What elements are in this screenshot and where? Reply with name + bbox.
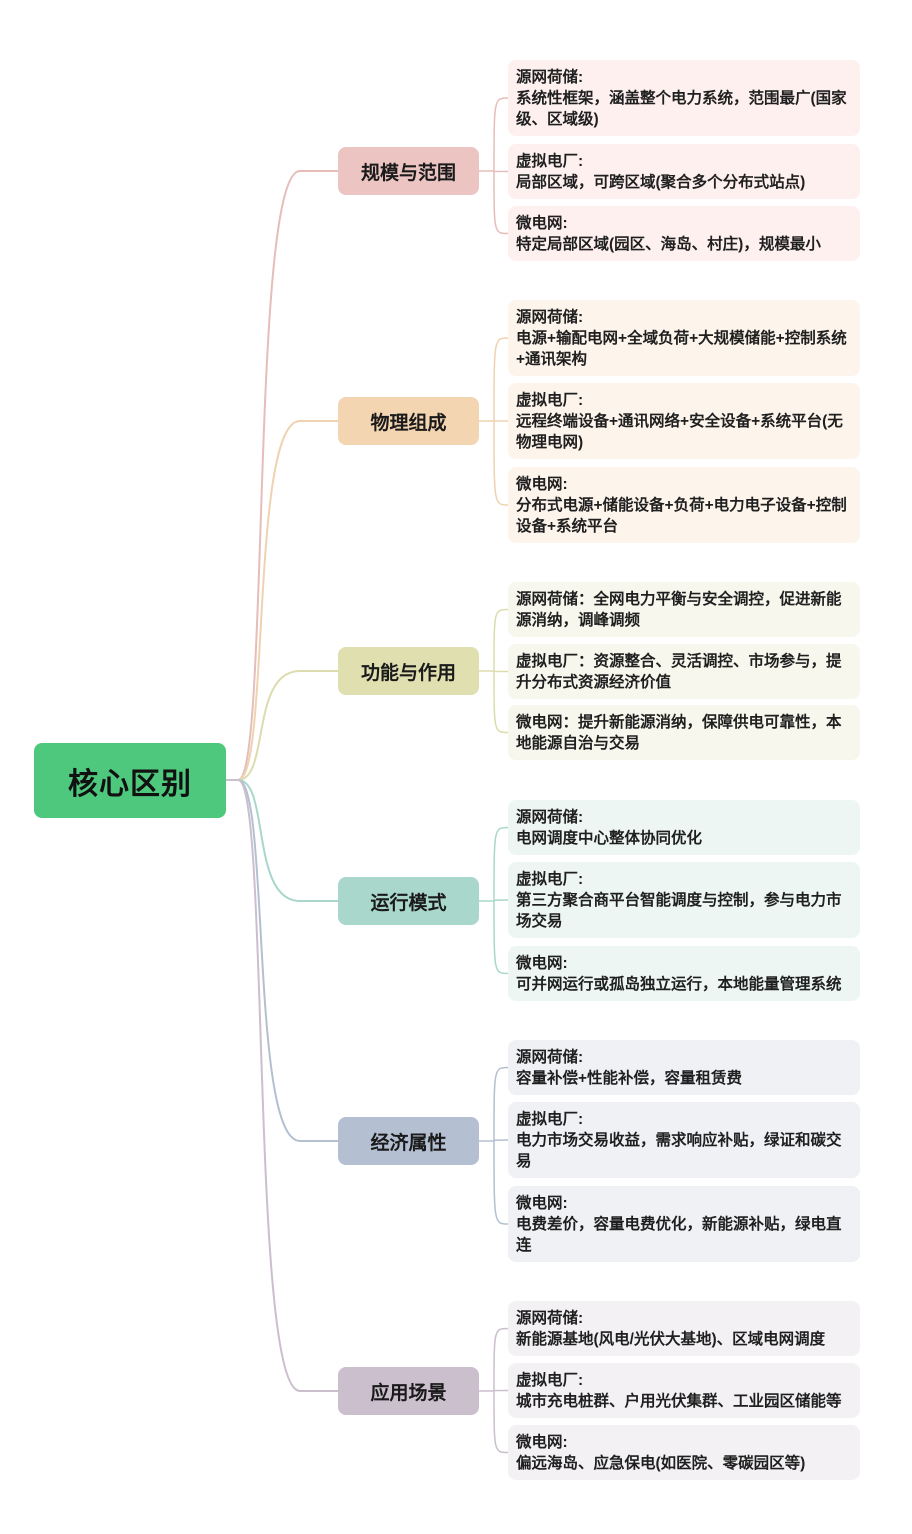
branch-node[interactable]: 运行模式 bbox=[338, 877, 479, 925]
leaf-card[interactable]: 虚拟电厂: 远程终端设备+通讯网络+安全设备+系统平台(无物理电网) bbox=[508, 383, 860, 459]
leaf-text: 虚拟电厂: 第三方聚合商平台智能调度与控制，参与电力市场交易 bbox=[516, 871, 842, 930]
leaf-connector bbox=[493, 899, 509, 902]
branch-connector bbox=[226, 670, 338, 781]
leaf-connector bbox=[493, 97, 509, 172]
leaf-connector bbox=[493, 670, 509, 734]
leaf-connector bbox=[493, 170, 509, 173]
leaf-text: 虚拟电厂: 城市充电桩群、户用光伏集群、工业园区储能等 bbox=[516, 1372, 842, 1410]
leaf-card[interactable]: 虚拟电厂: 城市充电桩群、户用光伏集群、工业园区储能等 bbox=[508, 1363, 860, 1418]
branch-node[interactable]: 物理组成 bbox=[338, 397, 479, 445]
leaf-connector bbox=[493, 1066, 509, 1142]
leaf-card[interactable]: 虚拟电厂: 电力市场交易收益，需求响应补贴，绿证和碳交易 bbox=[508, 1102, 860, 1178]
leaf-text: 虚拟电厂: 局部区域，可跨区域(聚合多个分布式站点) bbox=[516, 153, 806, 191]
leaf-card[interactable]: 虚拟电厂：资源整合、灵活调控、市场参与，提升分布式资源经济价值 bbox=[508, 644, 860, 699]
branch-node[interactable]: 功能与作用 bbox=[338, 647, 479, 695]
leaf-card[interactable]: 源网荷储：全网电力平衡与安全调控，促进新能源消纳，调峰调频 bbox=[508, 582, 860, 637]
leaf-text: 源网荷储: 电源+输配电网+全域负荷+大规模储能+控制系统+通讯架构 bbox=[516, 309, 847, 368]
leaf-card[interactable]: 微电网: 可并网运行或孤岛独立运行，本地能量管理系统 bbox=[508, 946, 860, 1001]
leaf-connector bbox=[493, 1389, 509, 1392]
leaf-text: 虚拟电厂: 电力市场交易收益，需求响应补贴，绿证和碳交易 bbox=[516, 1111, 842, 1170]
leaf-card[interactable]: 微电网: 特定局部区域(园区、海岛、村庄)，规模最小 bbox=[508, 206, 860, 261]
leaf-card[interactable]: 源网荷储: 容量补偿+性能补偿，容量租赁费 bbox=[508, 1040, 860, 1095]
leaf-connector bbox=[493, 337, 509, 422]
leaf-connector bbox=[493, 1139, 509, 1142]
leaf-connector bbox=[493, 826, 509, 902]
leaf-text: 微电网: 偏远海岛、应急保电(如医院、零碳园区等) bbox=[516, 1434, 806, 1472]
leaf-text: 源网荷储: 新能源基地(风电/光伏大基地)、区域电网调度 bbox=[516, 1310, 826, 1348]
leaf-card[interactable]: 微电网: 分布式电源+储能设备+负荷+电力电子设备+控制设备+系统平台 bbox=[508, 467, 860, 543]
branch-node[interactable]: 规模与范围 bbox=[338, 147, 479, 195]
leaf-card[interactable]: 源网荷储: 电网调度中心整体协同优化 bbox=[508, 800, 860, 855]
leaf-text: 源网荷储: 电网调度中心整体协同优化 bbox=[516, 809, 703, 847]
leaf-text: 源网荷储: 容量补偿+性能补偿，容量租赁费 bbox=[516, 1049, 743, 1087]
branch-label: 规模与范围 bbox=[360, 162, 456, 184]
branch-label: 经济属性 bbox=[370, 1132, 447, 1154]
leaf-card[interactable]: 虚拟电厂: 第三方聚合商平台智能调度与控制，参与电力市场交易 bbox=[508, 862, 860, 938]
leaf-card[interactable]: 微电网：提升新能源消纳，保障供电可靠性，本地能源自治与交易 bbox=[508, 705, 860, 760]
branch-connector bbox=[226, 779, 338, 902]
leaf-text: 微电网: 分布式电源+储能设备+负荷+电力电子设备+控制设备+系统平台 bbox=[516, 476, 847, 535]
leaf-connector bbox=[493, 608, 509, 672]
branch-node[interactable]: 经济属性 bbox=[338, 1117, 479, 1165]
branch-label: 物理组成 bbox=[370, 412, 447, 434]
leaf-text: 微电网：提升新能源消纳，保障供电可靠性，本地能源自治与交易 bbox=[516, 714, 842, 752]
root-node[interactable]: 核心区别 bbox=[34, 743, 226, 818]
leaf-text: 虚拟电厂: 远程终端设备+通讯网络+安全设备+系统平台(无物理电网) bbox=[516, 392, 843, 451]
leaf-text: 虚拟电厂：资源整合、灵活调控、市场参与，提升分布式资源经济价值 bbox=[516, 653, 842, 691]
branch-node[interactable]: 应用场景 bbox=[338, 1367, 479, 1415]
branch-connector bbox=[226, 420, 338, 781]
branch-label: 功能与作用 bbox=[360, 662, 456, 684]
leaf-card[interactable]: 微电网: 电费差价，容量电费优化，新能源补贴，绿电直连 bbox=[508, 1186, 860, 1262]
leaf-card[interactable]: 源网荷储: 系统性框架，涵盖整个电力系统，范围最广(国家级、区域级) bbox=[508, 60, 860, 136]
branch-label: 运行模式 bbox=[370, 892, 447, 914]
branch-connector bbox=[226, 779, 338, 1392]
leaf-text: 微电网: 特定局部区域(园区、海岛、村庄)，规模最小 bbox=[516, 215, 821, 253]
leaf-text: 源网荷储：全网电力平衡与安全调控，促进新能源消纳，调峰调频 bbox=[516, 591, 842, 629]
root-label: 核心区别 bbox=[68, 767, 192, 801]
leaf-text: 微电网: 电费差价，容量电费优化，新能源补贴，绿电直连 bbox=[516, 1195, 842, 1254]
leaf-card[interactable]: 源网荷储: 新能源基地(风电/光伏大基地)、区域电网调度 bbox=[508, 1301, 860, 1356]
leaf-connector bbox=[493, 900, 509, 975]
leaf-connector bbox=[493, 670, 509, 673]
leaf-connector bbox=[493, 1390, 509, 1454]
branch-connector bbox=[226, 779, 338, 1142]
leaf-text: 微电网: 可并网运行或孤岛独立运行，本地能量管理系统 bbox=[516, 955, 842, 993]
leaf-card[interactable]: 虚拟电厂: 局部区域，可跨区域(聚合多个分布式站点) bbox=[508, 144, 860, 199]
leaf-connector bbox=[493, 1140, 509, 1225]
leaf-text: 源网荷储: 系统性框架，涵盖整个电力系统，范围最广(国家级、区域级) bbox=[516, 69, 847, 128]
leaf-card[interactable]: 源网荷储: 电源+输配电网+全域负荷+大规模储能+控制系统+通讯架构 bbox=[508, 300, 860, 376]
branch-label: 应用场景 bbox=[370, 1382, 447, 1404]
leaf-card[interactable]: 微电网: 偏远海岛、应急保电(如医院、零碳园区等) bbox=[508, 1425, 860, 1480]
leaf-connector bbox=[493, 1327, 509, 1392]
leaf-connector bbox=[493, 420, 509, 506]
branch-connector bbox=[226, 170, 338, 781]
leaf-connector bbox=[493, 170, 509, 235]
